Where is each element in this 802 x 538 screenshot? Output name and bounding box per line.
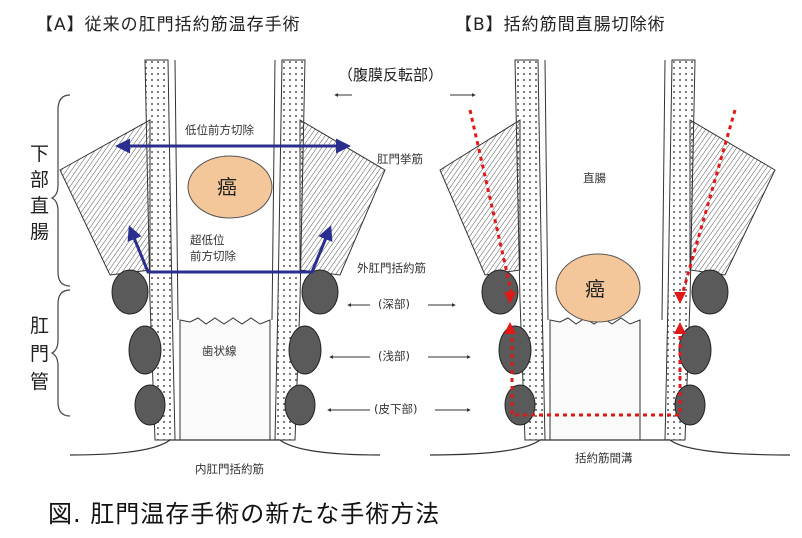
levator-ani-label: 肛門挙筋 [377,152,423,166]
svg-text:部: 部 [30,169,49,191]
internal-sphincter-label: 内肛門括約筋 [195,462,264,476]
subcutaneous-label: (皮下部) [374,402,417,416]
panel-b-resection-line [468,109,737,417]
intersphincteric-groove-label: 括約筋間溝 [575,451,633,465]
svg-text:管: 管 [30,371,49,393]
figure-caption: 図. 肛門温存手術の新たな手術方法 [48,500,441,528]
ultra-low-label-1: 超低位 [190,233,225,247]
panel-b-title: 【B】括約筋間直腸切除術 [455,15,666,35]
svg-text:癌: 癌 [217,175,237,199]
svg-text:癌: 癌 [585,277,605,301]
svg-text:腸: 腸 [30,221,49,243]
panel-b-tumor: 癌 [555,253,641,323]
side-brackets [50,94,71,417]
superficial-label: (浅部) [378,349,410,363]
low-anterior-resection-label: 低位前方切除 [185,123,254,137]
panel-b-anatomy [429,59,791,456]
panel-b-resection-arrowheads [504,292,686,334]
svg-text:下: 下 [30,143,49,165]
lower-rectum-vertical-label: 下 部 直 腸 [30,143,49,243]
svg-text:肛: 肛 [30,315,49,337]
svg-text:門: 門 [30,343,49,365]
panel-a-anatomy [59,59,386,456]
ultra-low-label-2: 前方切除 [190,249,236,263]
deep-label: (深部) [378,297,410,311]
panel-a-title: 【A】従来の肛門括約筋温存手術 [36,15,301,35]
dentate-line-label: 歯状線 [202,344,237,358]
external-sphincter-label: 外肛門括約筋 [357,261,426,275]
anal-canal-vertical-label: 肛 門 管 [30,315,49,393]
rectum-label: 直腸 [583,171,606,185]
svg-text:直: 直 [30,195,49,217]
panel-a-resection-arrows [115,138,351,274]
panel-a-tumor: 癌 [187,155,273,219]
peritoneal-reflection-label: （腹膜反転部） [338,66,443,84]
